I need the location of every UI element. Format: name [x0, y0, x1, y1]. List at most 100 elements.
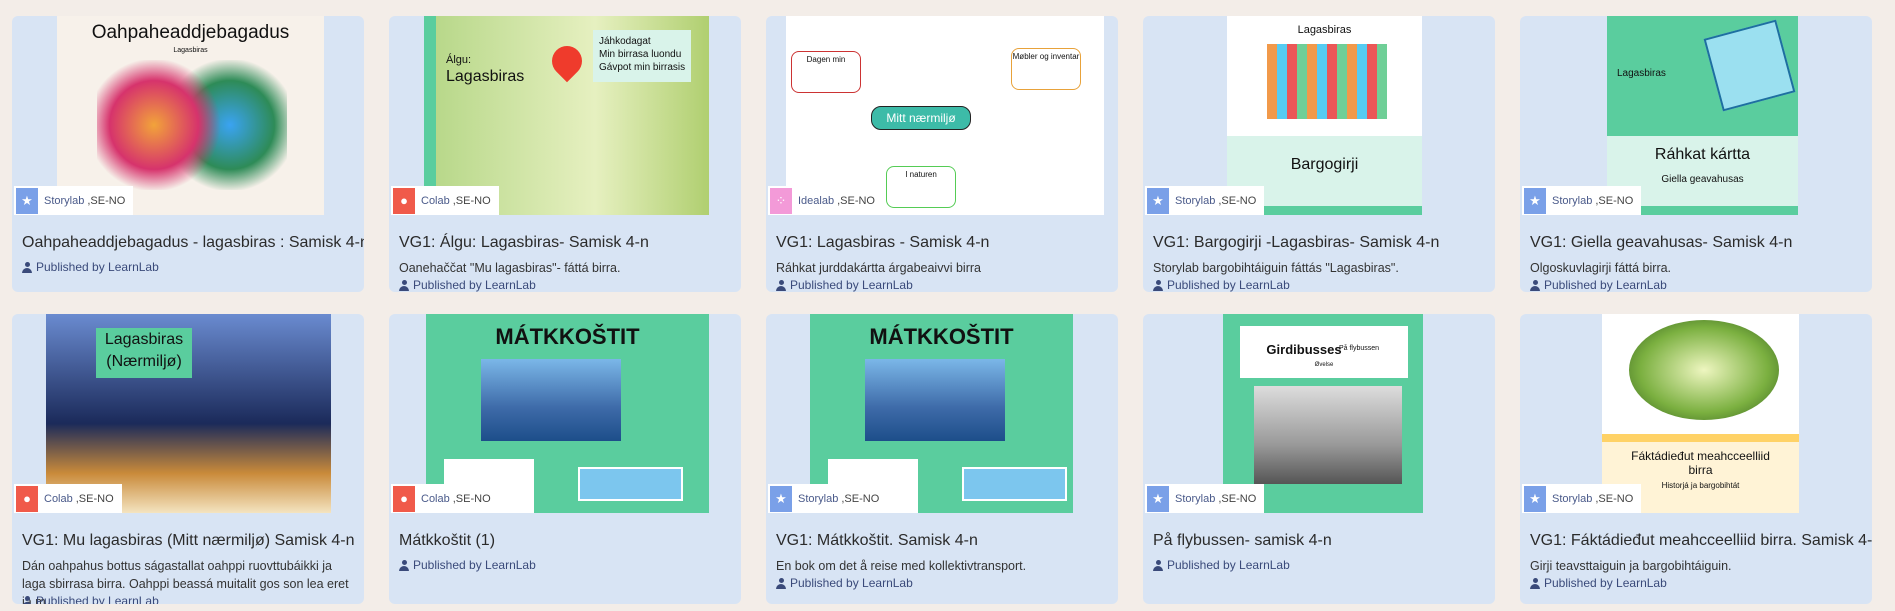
region-label: ,SE-NO	[452, 194, 491, 207]
thumb-text: Lagasbiras	[446, 68, 525, 85]
region-label: ,SE-NO	[1595, 492, 1634, 505]
app-name: Colab	[421, 492, 450, 505]
thumb-text: Girdibusses	[1266, 342, 1342, 357]
person-icon	[1153, 559, 1163, 571]
thumb-text: Mitt nærmiljø	[886, 111, 956, 125]
thumb-text: Ráhkat kártta	[1654, 146, 1751, 163]
colab-chat-icon: ●	[393, 485, 415, 512]
forest-illustration	[1629, 320, 1779, 420]
app-name: Storylab	[798, 492, 839, 505]
app-badge: ★Storylab,SE-NO	[1522, 484, 1642, 513]
region-label: ,SE-NO	[837, 194, 875, 207]
card-description: Girji teavsttaiguin ja bargobihtáiguin.	[1530, 559, 1732, 573]
card-title[interactable]: Mátkkoštit (1)	[399, 532, 496, 549]
published-label: Published by LearnLab	[413, 558, 536, 572]
book-star-icon: ★	[770, 485, 792, 512]
thumb-text: Bargogirji	[1290, 156, 1359, 173]
published-by: Published by LearnLab	[22, 260, 159, 274]
map-illustration	[1703, 19, 1796, 112]
card-title[interactable]: VG1: Álgu: Lagasbiras- Samisk 4-n	[399, 234, 649, 251]
published-label: Published by LearnLab	[36, 260, 159, 274]
app-name: Storylab	[1175, 194, 1216, 207]
card-description: Olgoskuvlagirji fáttá birra.	[1530, 261, 1672, 275]
thumb-text: MÁTKKOŠTIT	[869, 324, 1014, 349]
person-icon	[399, 559, 409, 571]
thumb-text: Møbler og inventar	[1012, 52, 1080, 61]
region-label: ,SE-NO	[1218, 194, 1257, 207]
published-by: Published by LearnLab	[22, 594, 159, 604]
thumb-text: Lagasbiras	[173, 47, 208, 54]
thumbnail-image[interactable]: MÁTKKOŠTIT	[810, 314, 1073, 513]
thumb-text: Jáhkodagat	[599, 36, 651, 47]
published-by: Published by LearnLab	[1530, 278, 1667, 292]
card-title[interactable]: VG1: Giella geavahusas- Samisk 4-n	[1530, 234, 1793, 251]
app-name: Colab	[44, 492, 73, 505]
person-icon	[776, 279, 786, 291]
app-name: Storylab	[1552, 194, 1593, 207]
card-title[interactable]: VG1: Fáktádieđut meahcceelliid birra. Sa…	[1530, 532, 1872, 549]
book-star-icon: ★	[1524, 485, 1546, 512]
card-description: En bok om det å reise med kollektivtrans…	[776, 559, 1027, 573]
person-icon	[22, 261, 32, 273]
thumb-text: Oahpaheaddjebagadus	[91, 22, 290, 43]
thumb-text: Álgu:	[446, 54, 472, 66]
card-title[interactable]: På flybussen- samisk 4-n	[1153, 532, 1332, 549]
resource-card[interactable]: Mitt nærmiljø Dagen min Møbler og inventar…	[766, 16, 1118, 292]
bus-image	[962, 467, 1067, 501]
region-label: ,SE-NO	[1595, 194, 1634, 207]
person-icon	[1153, 279, 1163, 291]
thumb-text: Øvelse	[1314, 362, 1334, 368]
thumbnail[interactable]: Mitt nærmiljø Dagen min Møbler og inventar…	[766, 16, 1118, 215]
idealab-nodes-icon: ⁘	[770, 187, 792, 214]
app-name: Storylab	[1175, 492, 1216, 505]
thumbnail[interactable]: Lagasbiras(Nærmiljø)●Colab,SE-NO	[12, 314, 364, 513]
published-by: Published by LearnLab	[1153, 278, 1290, 292]
book-star-icon: ★	[1147, 485, 1169, 512]
thumb-text: Lagasbiras	[1297, 24, 1352, 36]
thumbnail[interactable]: MÁTKKOŠTIT●Colab,SE-NO	[389, 314, 741, 513]
resource-card[interactable]: Lagasbiras(Nærmiljø)●Colab,SE-NO VG1: Mu …	[12, 314, 364, 604]
thumbnail-image[interactable]: Mitt nærmiljø Dagen min Møbler og inventar…	[786, 16, 1104, 215]
thumbnail[interactable]: MÁTKKOŠTIT★Storylab,SE-NO	[766, 314, 1118, 513]
published-label: Published by LearnLab	[413, 278, 536, 292]
mind-node: Møbler og inventar	[1011, 48, 1081, 90]
card-title[interactable]: Oahpaheaddjebagadus - lagasbiras : Samis…	[22, 234, 364, 251]
published-label: Published by LearnLab	[790, 576, 913, 590]
thumb-text: I naturen	[905, 170, 937, 179]
person-icon	[22, 595, 32, 604]
thumbnail-image[interactable]: MÁTKKOŠTIT	[426, 314, 709, 513]
card-title[interactable]: VG1: Mu lagasbiras (Mitt nærmiljø) Samis…	[22, 532, 355, 549]
city-illustration	[1267, 44, 1387, 119]
card-title[interactable]: VG1: Lagasbiras - Samisk 4-n	[776, 234, 990, 251]
book-star-icon: ★	[16, 187, 38, 214]
card-title[interactable]: VG1: Mátkkoštit. Samisk 4-n	[776, 532, 978, 549]
published-by: Published by LearnLab	[399, 278, 536, 292]
thumbnail-image[interactable]: Lagasbiras(Nærmiljø)	[46, 314, 331, 513]
card-description: Dán oahpahus bottus ságastallat oahppi r…	[22, 559, 349, 604]
thumb-text: På flybussen	[1338, 345, 1380, 352]
card-title[interactable]: VG1: Bargogirji -Lagasbiras- Samisk 4-n	[1153, 234, 1440, 251]
app-badge: ★Storylab,SE-NO	[14, 186, 134, 215]
mind-node: Dagen min	[791, 51, 861, 93]
published-by: Published by LearnLab	[1153, 558, 1290, 572]
